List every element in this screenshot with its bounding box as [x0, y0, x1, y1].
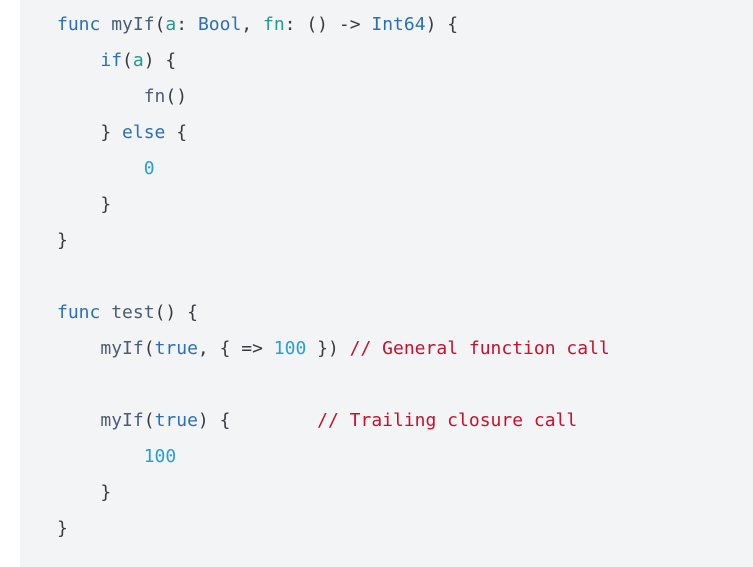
code-line: }: [57, 223, 610, 259]
code-token: func: [57, 14, 101, 35]
code-token: true: [154, 338, 198, 359]
code-token: {: [165, 122, 188, 143]
code-token: (: [154, 14, 166, 35]
code-content[interactable]: func myIf(a: Bool, fn: () -> Int64) { if…: [57, 7, 610, 547]
code-token: true: [154, 410, 198, 431]
code-token: , { =>: [197, 338, 274, 359]
code-token: (: [143, 410, 155, 431]
code-line: } else {: [57, 115, 610, 151]
code-line: }: [57, 187, 610, 223]
code-block[interactable]: func myIf(a: Bool, fn: () -> Int64) { if…: [20, 0, 753, 567]
code-comment: // Trailing closure call: [317, 410, 578, 431]
code-token: myIf: [111, 14, 155, 35]
code-token: [57, 410, 100, 431]
code-token: : () ->: [284, 14, 372, 35]
code-token: Int64: [371, 14, 426, 35]
code-token: (: [122, 50, 133, 71]
code-token: 100: [273, 338, 307, 359]
code-token: ) {: [197, 410, 318, 431]
code-line: [57, 367, 610, 403]
code-line: }: [57, 475, 610, 511]
code-token: 100: [143, 446, 177, 467]
code-token: }: [57, 518, 68, 539]
code-line: }: [57, 511, 610, 547]
code-token: () {: [154, 302, 198, 323]
code-token: }: [57, 230, 68, 251]
code-token: myIf: [100, 410, 144, 431]
code-line: if(a) {: [57, 43, 610, 79]
code-token: ) {: [425, 14, 459, 35]
code-token: }: [57, 482, 112, 503]
code-line: 0: [57, 151, 610, 187]
code-token: }: [57, 194, 112, 215]
code-token: [57, 158, 144, 179]
code-token: a: [132, 50, 144, 71]
code-token: :: [176, 14, 198, 35]
code-token: (: [143, 338, 155, 359]
code-token: (): [165, 86, 188, 107]
code-token: }: [57, 122, 123, 143]
code-token: [57, 338, 100, 359]
code-line: func test() {: [57, 295, 610, 331]
code-token: else: [122, 122, 166, 143]
code-line: myIf(true, { => 100 }) // General functi…: [57, 331, 610, 367]
code-token: ,: [241, 14, 263, 35]
code-token: [57, 50, 100, 71]
code-token: [100, 302, 111, 323]
code-token: fn: [143, 86, 166, 107]
code-line: fn(): [57, 79, 610, 115]
code-token: [57, 86, 144, 107]
code-token: func: [57, 302, 101, 323]
code-token: a: [165, 14, 177, 35]
code-line: func myIf(a: Bool, fn: () -> Int64) {: [57, 7, 610, 43]
code-token: }): [306, 338, 350, 359]
code-token: 0: [143, 158, 155, 179]
code-token: myIf: [100, 338, 144, 359]
code-line: myIf(true) { // Trailing closure call: [57, 403, 610, 439]
code-token: fn: [262, 14, 285, 35]
code-line: [57, 259, 610, 295]
code-token: ) {: [143, 50, 177, 71]
code-token: [100, 14, 111, 35]
code-line: 100: [57, 439, 610, 475]
code-token: Bool: [197, 14, 242, 35]
code-token: test: [111, 302, 155, 323]
code-token: if: [100, 50, 123, 71]
code-comment: // General function call: [349, 338, 610, 359]
code-token: [57, 446, 144, 467]
